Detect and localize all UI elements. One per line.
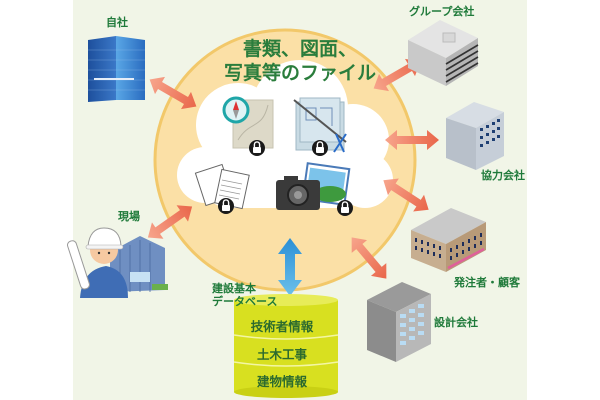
database-cylinder [233,294,339,398]
camera-photo-icon[interactable] [276,162,354,217]
label-head-office: 自社 [106,16,128,29]
label-partner-company: 協力会社 [481,169,525,182]
label-group-company: グループ会社 [409,5,475,18]
blueprint-icon[interactable] [293,97,347,157]
client-building-icon[interactable] [411,208,486,272]
lock-icon [248,139,266,157]
label-client: 発注者・顧客 [454,276,520,289]
partner-company-building-icon[interactable] [446,102,504,170]
central-title-line1: 書類、図面、 [242,38,357,60]
central-title-line2: 写真等のファイル [223,62,376,84]
compass-map-icon[interactable] [222,96,274,157]
label-site: 現場 [118,210,140,223]
lock-icon [336,199,354,217]
paper-documents-icon[interactable] [194,163,250,215]
design-company-building-icon[interactable] [367,282,431,362]
database-layer-civil-works[interactable]: 土木工事 [256,347,307,362]
database-layer-buildings[interactable]: 建物情報 [256,374,307,389]
label-database-line2: データベース [212,295,278,308]
lock-icon [311,139,329,157]
lock-icon [217,197,235,215]
label-design-company: 設計会社 [434,316,478,329]
head-office-building-icon[interactable] [88,36,145,102]
label-database-line1: 建設基本 [212,282,256,295]
site-worker-icon[interactable] [66,227,168,298]
database-layer-engineers[interactable]: 技術者情報 [250,319,314,334]
arrow-database [278,238,302,296]
group-company-building-icon[interactable] [408,20,479,86]
